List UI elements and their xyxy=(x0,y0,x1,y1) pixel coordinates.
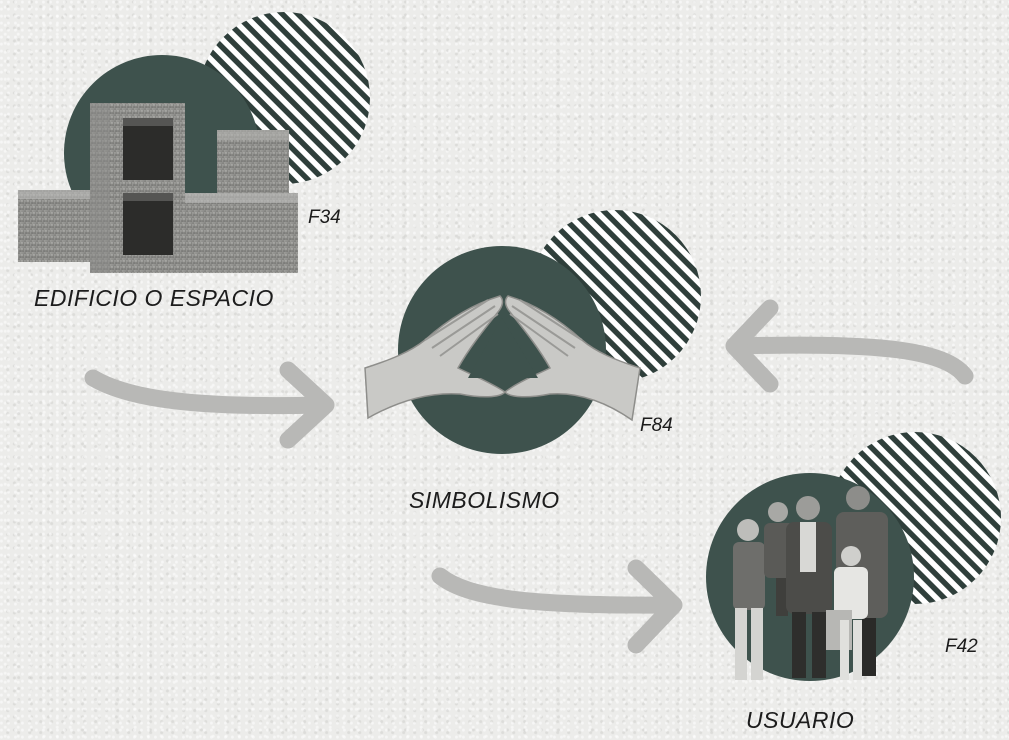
hands-triangle-icon xyxy=(364,295,641,422)
usuario-label: USUARIO xyxy=(746,707,855,733)
family-group-icon xyxy=(733,486,888,680)
edificio-label: EDIFICIO O ESPACIO xyxy=(34,285,274,311)
edificio-figure-ref: F34 xyxy=(308,207,341,228)
usuario-node-graphic xyxy=(706,432,1001,681)
simbolismo-figure-ref: F84 xyxy=(640,415,673,436)
simbolismo-node-graphic xyxy=(364,210,701,454)
arrow-simbolismo-to-usuario xyxy=(431,559,683,654)
concrete-blocks-icon xyxy=(18,103,298,273)
usuario-figure-ref: F42 xyxy=(945,636,978,657)
arrow-usuario-to-simbolismo xyxy=(725,299,974,393)
arrow-edificio-to-simbolismo xyxy=(84,361,335,449)
edificio-node-graphic xyxy=(18,12,370,273)
simbolismo-label: SIMBOLISMO xyxy=(409,487,560,513)
